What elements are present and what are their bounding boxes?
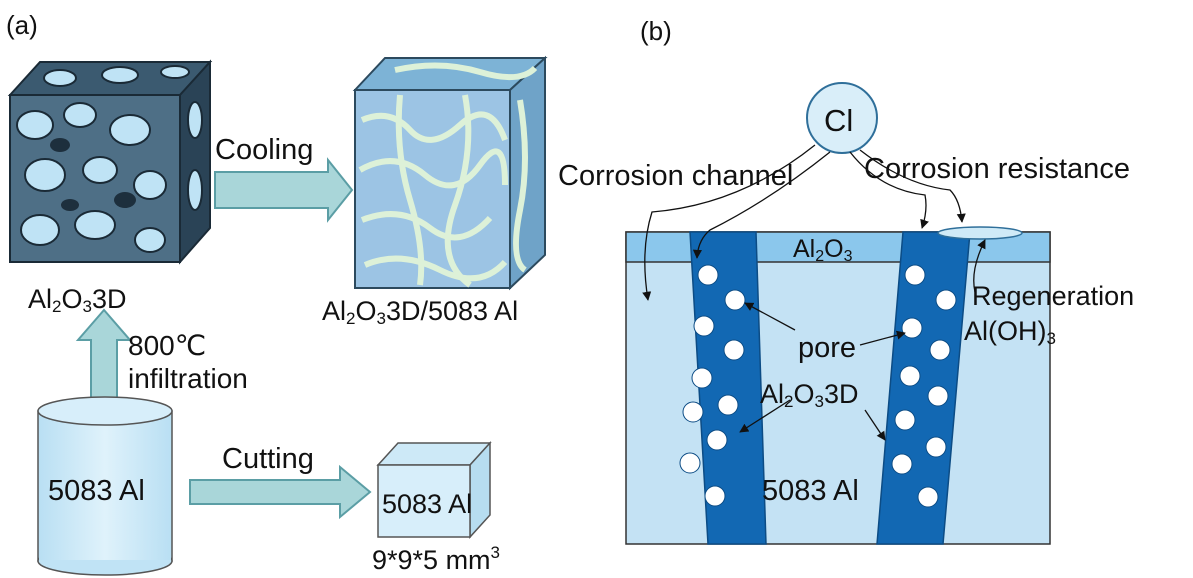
cooling-arrow [214, 157, 354, 223]
cutting-label: Cutting [222, 443, 314, 475]
cutting-arrow [189, 464, 372, 520]
infiltration-arrow [75, 308, 133, 405]
panel-a-label: (a) [6, 10, 38, 40]
pore [704, 485, 726, 507]
chloride-ion-label: Cl [824, 103, 853, 138]
corrosion-channel-arrow-outer [642, 144, 816, 301]
composite-cube [352, 55, 548, 291]
regeneration-pointer [973, 239, 986, 293]
pore [724, 289, 746, 311]
matrix-label: 5083 Al [762, 475, 859, 507]
regeneration-product [937, 226, 1023, 240]
skeleton-pointer-right [864, 409, 886, 441]
block-size-label: 9*9*5 mm3 [372, 543, 500, 575]
oxide-layer-label: Al2O3 [793, 235, 853, 265]
infiltration-label: infiltration [128, 363, 248, 394]
regeneration-arrow [859, 149, 966, 223]
alumina-foam-label: Al2O33D [28, 284, 126, 316]
pore [899, 365, 921, 387]
block-label: 5083 Al [382, 489, 472, 519]
cooling-label: Cooling [215, 134, 313, 166]
chloride-ion [806, 82, 878, 154]
alumina-foam-cube [7, 59, 213, 265]
pore [929, 339, 951, 361]
pore [691, 367, 713, 389]
pore [925, 436, 947, 458]
corrosion-resistance-arrow [849, 151, 929, 229]
pore [894, 409, 916, 431]
panel-b-label: (b) [640, 16, 672, 46]
pore-pointer-right [859, 330, 906, 346]
pore [904, 264, 926, 286]
pore-pointer-left [744, 302, 796, 331]
cylinder-label: 5083 Al [48, 475, 145, 507]
pore [679, 452, 701, 474]
pore-label: pore [798, 332, 856, 364]
infiltration-temperature: 800℃ [128, 330, 206, 361]
corrosion-channel-arrow-inner [692, 151, 831, 259]
pore [917, 486, 939, 508]
corrosion-resistance-label: Corrosion resistance [864, 153, 1130, 185]
aluminum-block [376, 441, 492, 539]
composite-label: Al2O33D/5083 Al [322, 296, 518, 328]
pore [697, 264, 719, 286]
corrosion-channel-label: Corrosion channel [558, 160, 793, 192]
pore [891, 453, 913, 475]
pore [935, 289, 957, 311]
regeneration-label: Regeneration [972, 281, 1134, 311]
pore [693, 315, 715, 337]
pore [901, 317, 923, 339]
pore [717, 394, 739, 416]
aluminum-cylinder [37, 396, 173, 576]
pore [723, 339, 745, 361]
skeleton-label: Al2O33D [760, 379, 858, 411]
pore [682, 401, 704, 423]
hydroxide-label: Al(OH)3 [964, 316, 1056, 348]
skeleton-pointer-left [739, 399, 791, 433]
pore [706, 429, 728, 451]
pore [927, 385, 949, 407]
